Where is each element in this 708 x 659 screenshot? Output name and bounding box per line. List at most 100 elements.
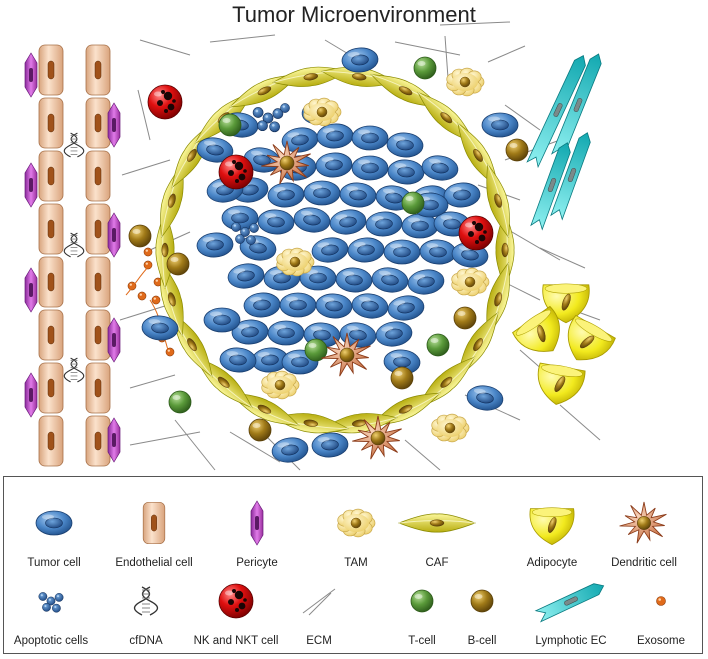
tumor-cell-icon xyxy=(339,182,377,208)
caf-icon xyxy=(398,513,476,533)
adipocyte-icon xyxy=(567,314,616,361)
legend-label: Apoptotic cells xyxy=(13,635,89,647)
tumor-cell-icon xyxy=(311,432,349,458)
tumor-cell-icon xyxy=(401,213,439,239)
dendritic-cell-icon xyxy=(321,332,371,377)
tumor-cell-icon xyxy=(371,267,409,293)
tumor-cell-icon xyxy=(347,237,385,263)
tumor-cell-icon xyxy=(311,237,349,263)
ecm-fiber xyxy=(229,431,281,463)
tumor-cell-icon xyxy=(315,293,353,319)
tumor-cell-icon xyxy=(419,239,457,265)
tumor-cell-icon xyxy=(267,182,305,208)
tumor-cell-icon xyxy=(221,205,259,231)
tam-icon xyxy=(451,267,490,297)
tumor-cell-icon xyxy=(196,137,234,163)
tumor-cell-icon xyxy=(383,239,421,265)
tam-icon xyxy=(276,247,315,277)
pericyte-icon xyxy=(107,417,121,463)
tumor-cell-icon xyxy=(351,155,389,181)
pericyte-icon xyxy=(24,372,38,418)
dendritic-cell-icon xyxy=(261,140,311,185)
tumor-cell-icon xyxy=(251,347,289,373)
nk-nkt-cell-icon xyxy=(218,583,254,619)
tumor-cell-icon xyxy=(387,159,425,185)
tumor-cell-icon xyxy=(351,125,389,151)
lymphatic-ec-icon xyxy=(530,142,571,231)
legend-icons xyxy=(35,500,667,623)
legend-label: cfDNA xyxy=(129,635,163,647)
tumor-cell-icon xyxy=(299,265,337,291)
ecm-fiber xyxy=(404,439,441,471)
tumor-cell-icon xyxy=(141,315,179,341)
lymphatic-ec-icon xyxy=(526,55,586,169)
pericyte-icon xyxy=(107,102,121,148)
endothelial-cell-icon xyxy=(38,309,64,361)
endothelial-cell-icon xyxy=(85,150,111,202)
tumor-cell-icon xyxy=(386,132,424,158)
tam-icon xyxy=(446,67,485,97)
tumor-cell-icon xyxy=(375,321,413,347)
tumor-cell-icon xyxy=(293,207,331,233)
ecm-fiber xyxy=(504,104,541,131)
ecm-fiber xyxy=(209,34,276,43)
legend-label: Tumor cell xyxy=(27,557,81,569)
tumor-cell-icon xyxy=(335,267,373,293)
nk-nkt-cell-icon xyxy=(218,154,254,190)
legend-label: Lymphotic EC xyxy=(535,635,607,647)
t-cell-icon xyxy=(168,390,192,414)
legend-label: Adipocyte xyxy=(526,557,578,569)
tumor-cell-icon xyxy=(443,182,481,208)
ecm-fiber xyxy=(559,404,601,441)
legend-label: T-cell xyxy=(408,635,436,647)
cell-cluster xyxy=(128,47,616,463)
ecm-fiber xyxy=(121,159,171,176)
ecm-fiber xyxy=(394,41,461,56)
b-cell-icon xyxy=(128,224,152,248)
ecm-fiber xyxy=(174,419,216,471)
endothelial-cell-icon xyxy=(38,97,64,149)
pericyte-icon xyxy=(24,52,38,98)
legend-label: B-cell xyxy=(467,635,497,647)
tumor-cell-icon xyxy=(466,385,504,411)
exosome-icon xyxy=(165,347,175,357)
endothelial-cell-icon xyxy=(85,97,111,149)
pericyte-icon xyxy=(24,267,38,313)
legend-label: Endothelial cell xyxy=(115,557,193,569)
exosome-icon xyxy=(151,295,161,305)
endothelial-cell-icon xyxy=(85,309,111,361)
legend-label: Exosome xyxy=(637,635,685,647)
exosome-icon xyxy=(143,260,153,270)
tumor-cell-icon xyxy=(329,209,367,235)
lymphatic-vessel xyxy=(526,53,602,231)
diagram-title: Tumor Microenvironment xyxy=(232,2,476,27)
tumor-cell-icon xyxy=(303,180,341,206)
endothelial-cell-icon xyxy=(85,415,111,467)
tumor-cell-icon xyxy=(196,232,234,258)
tumor-cell-icon xyxy=(351,293,389,319)
legend-label: NK and NKT cell xyxy=(193,635,279,647)
tumor-microenvironment-illustration xyxy=(24,21,616,471)
tumor-cell-icon xyxy=(341,47,379,73)
ecm-fiber xyxy=(439,21,511,26)
tumor-cell-icon xyxy=(231,319,269,345)
ecm-fiber xyxy=(539,247,586,269)
tam-icon xyxy=(337,508,376,538)
tam-icon xyxy=(303,97,342,127)
cfdna-icon xyxy=(63,357,85,383)
ecm-fiber xyxy=(137,89,151,141)
apoptotic-cells-icon xyxy=(231,222,259,245)
endothelial-cell-icon xyxy=(38,256,64,308)
ecm-fiber xyxy=(444,35,449,79)
t-cell-icon xyxy=(304,338,328,362)
tumor-cell-icon xyxy=(243,292,281,318)
tumor-cell-icon xyxy=(257,209,295,235)
tumor-cell-icon xyxy=(279,292,317,318)
pericyte-icon xyxy=(107,317,121,363)
tumor-cell-icon xyxy=(203,307,241,333)
exosome-icon xyxy=(143,247,153,257)
t-cell-icon xyxy=(401,191,425,215)
tumor-cell-icon xyxy=(407,269,445,295)
nk-nkt-cell-icon xyxy=(147,84,183,120)
